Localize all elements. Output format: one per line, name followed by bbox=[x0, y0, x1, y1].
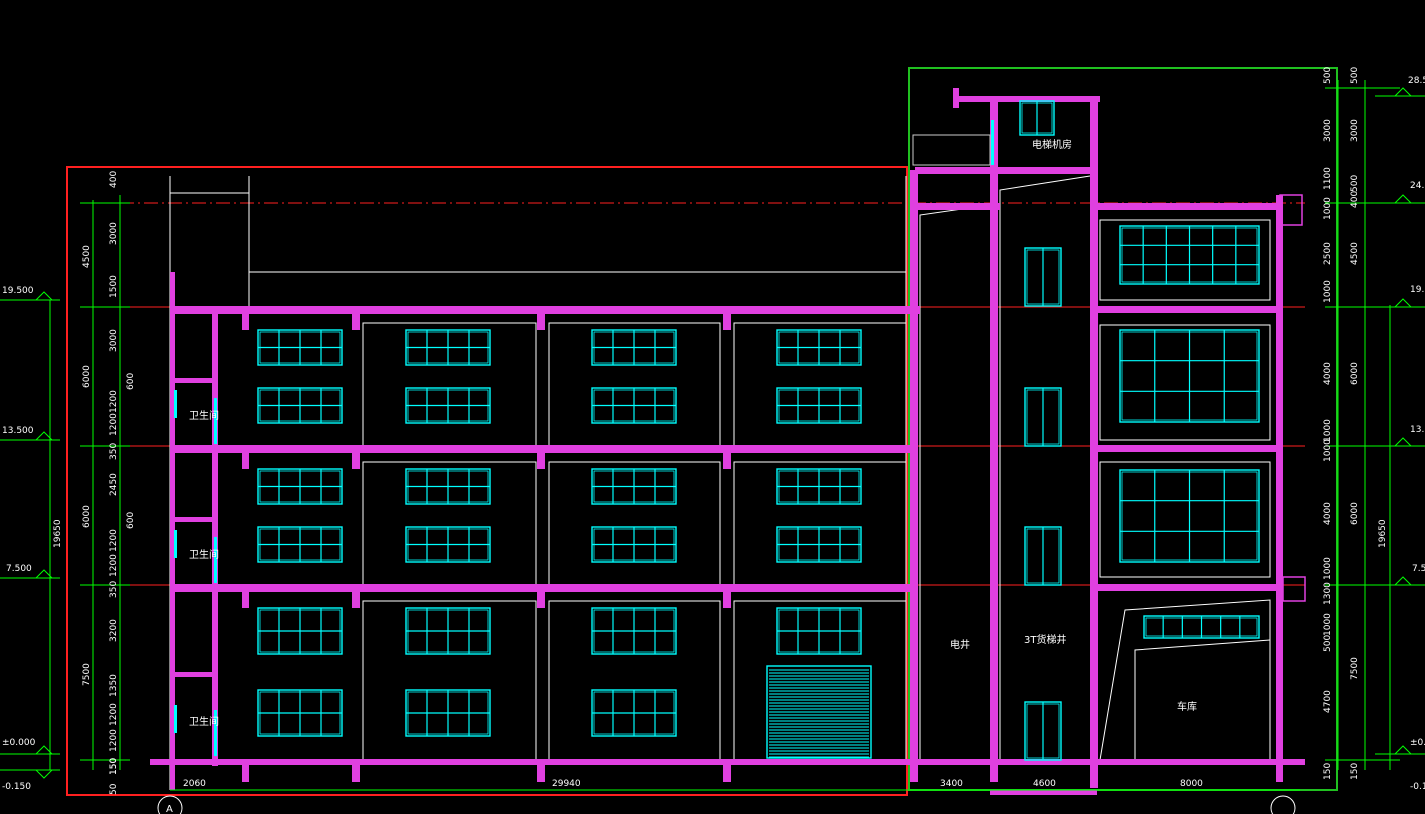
right-inner-dim: 4000 bbox=[1323, 502, 1333, 525]
building-outline bbox=[169, 175, 1271, 790]
right-inner-dim: 1100 bbox=[1323, 167, 1333, 190]
toilet-windows bbox=[174, 120, 994, 756]
right-outer-dim: 150 bbox=[1350, 763, 1360, 780]
freight-elevator-label: 3T货梯井 bbox=[1024, 633, 1066, 646]
left-inner-dim: 1200 bbox=[109, 413, 119, 436]
dim-7500: 7500 bbox=[82, 663, 92, 686]
toilet-label-2f: 卫生间 bbox=[189, 548, 219, 561]
elevator-shaft-label: 电井 bbox=[950, 638, 970, 651]
elevator-machine-room-label: 电梯机房 bbox=[1032, 138, 1072, 151]
left-highlight-frame[interactable] bbox=[66, 166, 908, 796]
toilet-label-3f: 卫生间 bbox=[189, 409, 219, 422]
right-inner-dim: 4000 bbox=[1323, 362, 1333, 385]
bottom-dim-3400: 3400 bbox=[940, 779, 963, 789]
level-lines bbox=[120, 202, 1305, 761]
left-inner-dim: 350 bbox=[109, 443, 119, 460]
left-inner-dim: 1200 bbox=[109, 729, 119, 752]
dimension-lines bbox=[0, 80, 1425, 791]
right-inner-dim: 1000 bbox=[1323, 613, 1333, 636]
right-inner-dim: 1000 bbox=[1323, 439, 1333, 462]
left-inner-dim: 350 bbox=[109, 581, 119, 598]
right-inner-dim: 4700 bbox=[1323, 690, 1333, 713]
elev-right-13: 13.5 bbox=[1410, 425, 1425, 435]
elev-right-19: 19.5 bbox=[1410, 285, 1425, 295]
bottom-dim-29940: 29940 bbox=[552, 779, 581, 789]
right-inner-dim: 3000 bbox=[1323, 119, 1333, 142]
left-inner-dim: 1200 bbox=[109, 529, 119, 552]
elev-left-0: ±0.000 bbox=[2, 738, 36, 748]
right-outer-dim: 7500 bbox=[1350, 657, 1360, 680]
dim-6000-b: 6000 bbox=[82, 505, 92, 528]
elev-left-19500: 19.500 bbox=[2, 286, 34, 296]
toilet-label-1f: 卫生间 bbox=[189, 715, 219, 728]
elev-left-neg150: -0.150 bbox=[2, 782, 31, 792]
right-outer-dim: 400 bbox=[1350, 191, 1360, 208]
windows-group bbox=[257, 100, 1260, 761]
right-inner-dim: 1000 bbox=[1323, 197, 1333, 220]
dim-6000-a: 6000 bbox=[82, 365, 92, 388]
elev-right-0: ±0. bbox=[1410, 738, 1425, 748]
right-outer-dim: 500 bbox=[1350, 175, 1360, 192]
left-inner-dim: 150 bbox=[109, 758, 119, 775]
right-inner-dim: 1300 bbox=[1323, 582, 1333, 605]
left-inner-dim: 1350 bbox=[109, 674, 119, 697]
left-small-dim: 600 bbox=[126, 373, 136, 390]
elev-right-7: 7.5 bbox=[1412, 564, 1425, 574]
bottom-dim-4600: 4600 bbox=[1033, 779, 1056, 789]
right-inner-dim: 1000 bbox=[1323, 280, 1333, 303]
axis-bubble-a bbox=[157, 795, 183, 814]
left-inner-dim: 1500 bbox=[109, 275, 119, 298]
bottom-dim-2060: 2060 bbox=[183, 779, 206, 789]
right-outer-dim: 4500 bbox=[1350, 242, 1360, 265]
left-inner-dim: 3200 bbox=[109, 619, 119, 642]
elev-right-neg: -0.1 bbox=[1410, 782, 1425, 792]
left-inner-dim: 1200 bbox=[109, 554, 119, 577]
left-inner-dim: 400 bbox=[109, 171, 119, 188]
right-outer-dim: 500 bbox=[1350, 67, 1360, 84]
axis-bubble-a-label: A bbox=[166, 804, 173, 814]
left-inner-dim: 2450 bbox=[109, 473, 119, 496]
right-inner-dim: 500 bbox=[1323, 67, 1333, 84]
right-outer-dim: 6000 bbox=[1350, 502, 1360, 525]
elev-left-13500: 13.500 bbox=[2, 426, 34, 436]
right-outer-dim: 6000 bbox=[1350, 362, 1360, 385]
garage-door-frame bbox=[766, 665, 872, 759]
elev-left-7500: 7.500 bbox=[6, 564, 32, 574]
right-outer-dim: 3000 bbox=[1350, 119, 1360, 142]
left-inner-dim: 150 bbox=[109, 758, 119, 775]
dim-4500: 4500 bbox=[82, 245, 92, 268]
dim-19650: 19650 bbox=[53, 519, 63, 548]
axis-bubble-right bbox=[1270, 795, 1296, 814]
elev-right-24: 24. bbox=[1410, 181, 1424, 191]
left-inner-dims: 4003000150030001200120035024501200120035… bbox=[109, 171, 136, 795]
right-inner-dim: 500 bbox=[1323, 635, 1333, 652]
garage-rolling-door bbox=[766, 665, 872, 759]
right-inner-dim: 1000 bbox=[1323, 557, 1333, 580]
left-outer-dims: 4500 6000 6000 7500 19650 bbox=[53, 245, 92, 686]
left-inner-dim: 1200 bbox=[109, 703, 119, 726]
left-inner-dim: 3000 bbox=[109, 329, 119, 352]
left-inner-dim: 50 bbox=[109, 783, 119, 795]
bottom-dim-8000: 8000 bbox=[1180, 779, 1203, 789]
left-inner-dim: 1200 bbox=[109, 390, 119, 413]
roof-railing-hatch bbox=[912, 134, 991, 166]
left-small-dim: 600 bbox=[126, 512, 136, 529]
garage-label: 车库 bbox=[1177, 700, 1197, 713]
columns bbox=[170, 88, 1306, 790]
right-outer-dim: 19650 bbox=[1378, 519, 1388, 548]
right-inner-dims: 5003000110010002500100040001000100040001… bbox=[1323, 67, 1333, 780]
left-inner-dim: 3000 bbox=[109, 222, 119, 245]
right-highlight-frame[interactable] bbox=[908, 67, 1338, 791]
elev-right-28: 28.5 bbox=[1408, 76, 1425, 86]
right-inner-dim: 1000 bbox=[1323, 419, 1333, 442]
right-inner-dim: 2500 bbox=[1323, 242, 1333, 265]
right-inner-dim: 150 bbox=[1323, 763, 1333, 780]
